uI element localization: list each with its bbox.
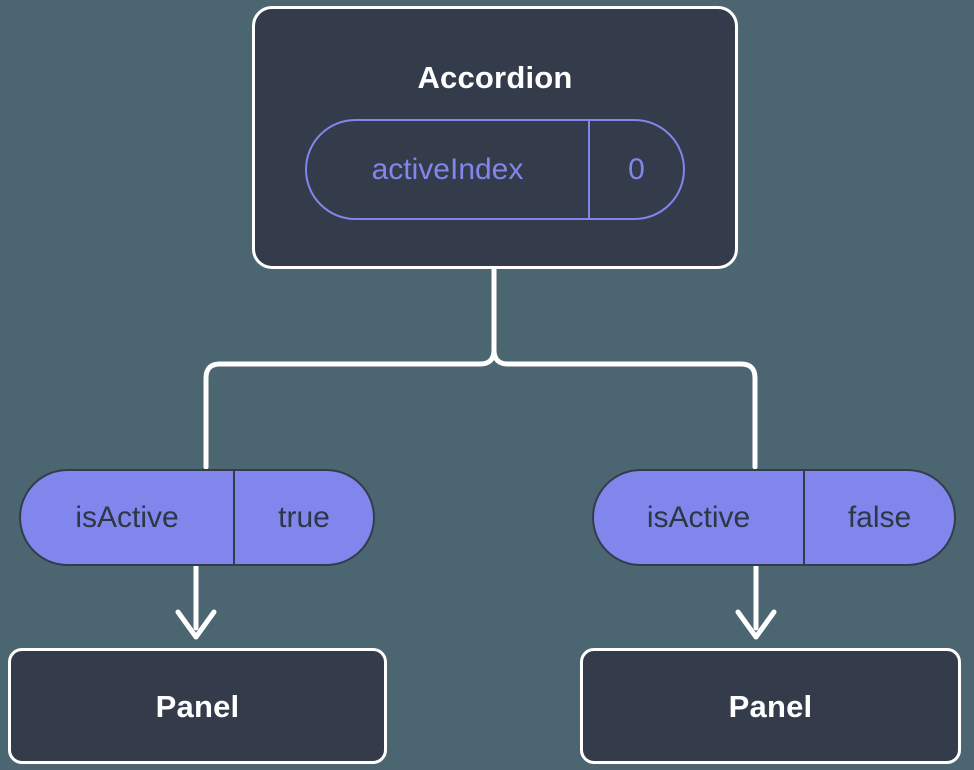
prop-pill-active-index-value: 0: [628, 152, 645, 186]
node-panel-left-label: Panel: [155, 688, 240, 724]
arrow-right-panel: [735, 563, 777, 640]
prop-pill-is-active-false-value: false: [847, 500, 912, 534]
prop-pill-is-active-true-key: isActive: [21, 471, 235, 564]
prop-pill-is-active-true[interactable]: isActive true: [19, 469, 375, 566]
fork-trunk-left: [203, 266, 497, 470]
node-accordion-label: Accordion: [417, 60, 573, 95]
prop-pill-active-index[interactable]: activeIndex 0: [305, 119, 685, 220]
prop-pill-is-active-true-value: true: [278, 500, 330, 534]
prop-pill-active-index-key: activeIndex: [307, 121, 590, 218]
prop-pill-is-active-false[interactable]: isActive false: [592, 469, 956, 566]
arrow-left-panel: [175, 563, 217, 640]
node-panel-left[interactable]: Panel: [8, 648, 387, 764]
fork-trunk-right: [491, 347, 758, 470]
node-panel-right-label: Panel: [728, 688, 813, 724]
node-panel-right[interactable]: Panel: [580, 648, 961, 764]
prop-pill-is-active-false-key: isActive: [594, 471, 805, 564]
